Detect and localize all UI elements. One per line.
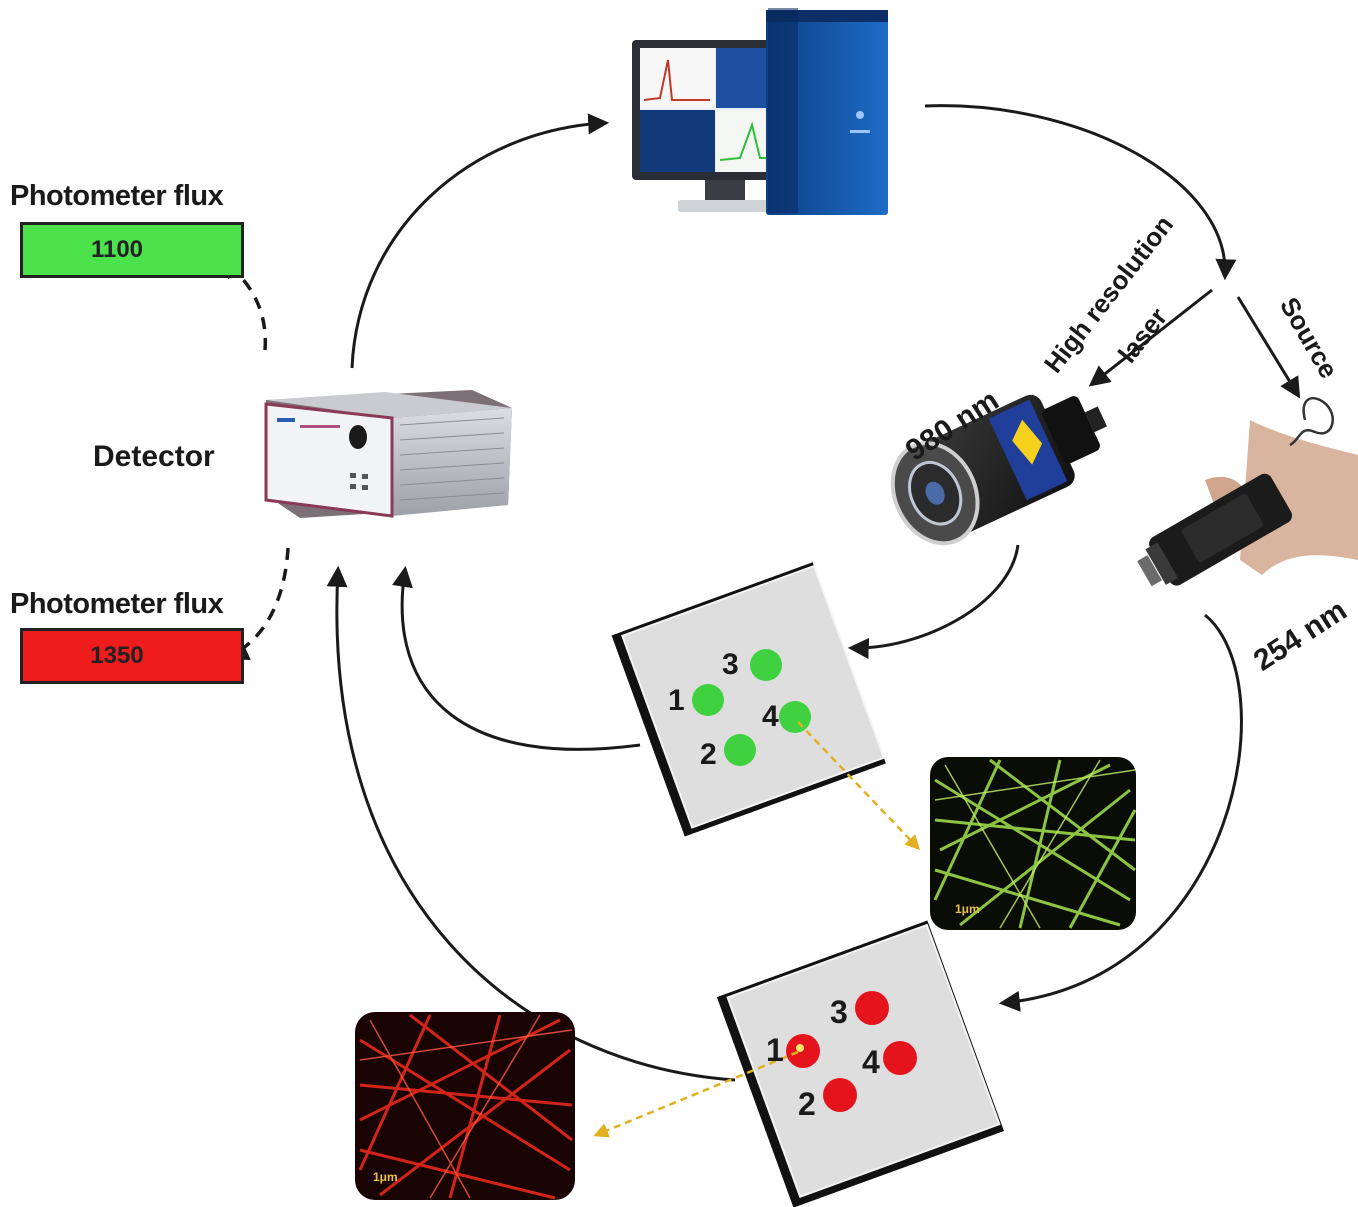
laser-module-icon — [890, 394, 1107, 546]
green-spots — [692, 649, 811, 766]
red-micrograph — [355, 1012, 575, 1200]
green-spot-2-label: 2 — [700, 738, 717, 771]
photometer-flux-box-red: 1350 — [20, 628, 244, 684]
scale-bar-green: 1μm — [955, 902, 980, 916]
red-spots — [786, 991, 917, 1112]
spectrometer-box-icon — [264, 390, 512, 518]
flow-arrows — [326, 104, 1301, 1082]
red-spot-3-label: 3 — [830, 994, 848, 1030]
photometer-flux-box-green: 1100 — [20, 222, 244, 278]
flux-value-green: 1100 — [90, 236, 144, 263]
scale-bar-red: 1μm — [373, 1170, 398, 1184]
green-spot-4-label: 4 — [762, 700, 779, 733]
flux-value-red: 1350 — [90, 642, 144, 669]
green-sample-plate — [611, 562, 886, 837]
green-spot-1-label: 1 — [668, 684, 685, 717]
uv-lamp-icon — [1137, 396, 1358, 587]
red-spot-4-label: 4 — [862, 1044, 880, 1080]
detector-label: Detector — [93, 440, 215, 473]
red-spot-2-label: 2 — [798, 1086, 816, 1122]
desktop-computer-icon — [632, 8, 888, 215]
red-sample-plate — [716, 920, 1004, 1207]
probe-arrows — [593, 721, 921, 1138]
photometer-flux-title-top: Photometer flux — [10, 180, 224, 212]
red-spot-1-label: 1 — [766, 1032, 784, 1068]
photometer-flux-title-bottom: Photometer flux — [10, 588, 224, 620]
green-micrograph — [930, 757, 1137, 930]
green-spot-3-label: 3 — [722, 648, 739, 681]
